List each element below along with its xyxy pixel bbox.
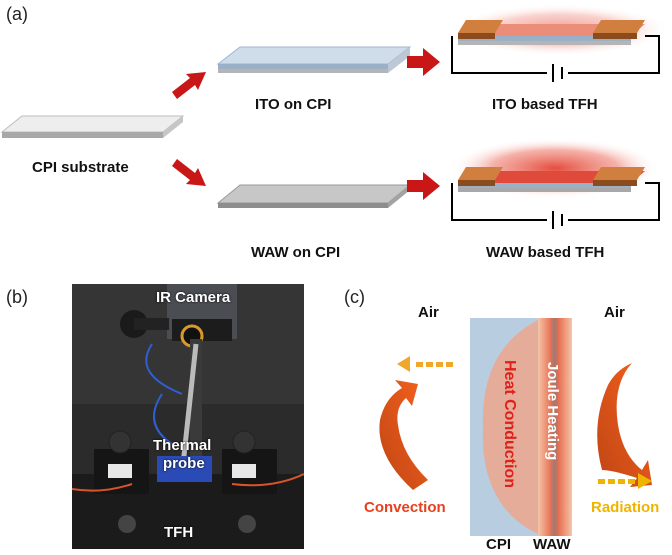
panel-c-label: (c) [344, 287, 365, 307]
radiation-dashed-arrow [598, 473, 652, 489]
joule-heating-text: Joule Heating [544, 362, 561, 460]
panel-a-label: (a) [6, 4, 28, 24]
cpi-substrate-film [0, 115, 185, 138]
experiment-setup-photo [72, 284, 304, 549]
panel-b-label: (b) [6, 287, 28, 307]
thermal-probe-label-2: probe [163, 455, 205, 472]
heat-conduction-text: Heat Conduction [501, 360, 518, 488]
ito-tfh-device [450, 4, 670, 82]
convection-label: Convection [364, 499, 446, 516]
heat-conduction-region [482, 320, 538, 534]
waw-label: WAW [533, 536, 571, 553]
ito-on-cpi-label: ITO on CPI [255, 96, 332, 113]
arrow-to-waw [172, 159, 206, 186]
ito-tfh-label: ITO based TFH [492, 96, 598, 113]
tfh-label: TFH [164, 524, 194, 541]
air-right-label: Air [604, 304, 625, 321]
arrow-to-ito [172, 72, 206, 99]
thermal-probe-label-1: Thermal [153, 437, 212, 454]
arrow-ito-to-tfh [407, 48, 440, 76]
panel-c-diagram: Heat Conduction Joule Heating [379, 318, 652, 536]
cpi-label: CPI [486, 536, 512, 553]
panel-a-diagram [0, 4, 670, 229]
arrow-waw-to-tfh [407, 172, 440, 200]
radiation-label: Radiation [591, 499, 660, 516]
waw-on-cpi-label: WAW on CPI [251, 244, 341, 261]
convection-dashed-arrow [397, 356, 453, 372]
ito-on-cpi-film [216, 46, 412, 73]
air-left-label: Air [418, 304, 439, 321]
waw-on-cpi-film [216, 184, 412, 208]
waw-tfh-label: WAW based TFH [486, 244, 605, 261]
cpi-substrate-label: CPI substrate [32, 159, 129, 176]
setup-illustration [72, 284, 304, 549]
joule-heat-arrow [597, 363, 652, 487]
ir-camera-label: IR Camera [156, 289, 231, 306]
convection-arrow [379, 380, 428, 490]
waw-tfh-device [450, 138, 660, 229]
